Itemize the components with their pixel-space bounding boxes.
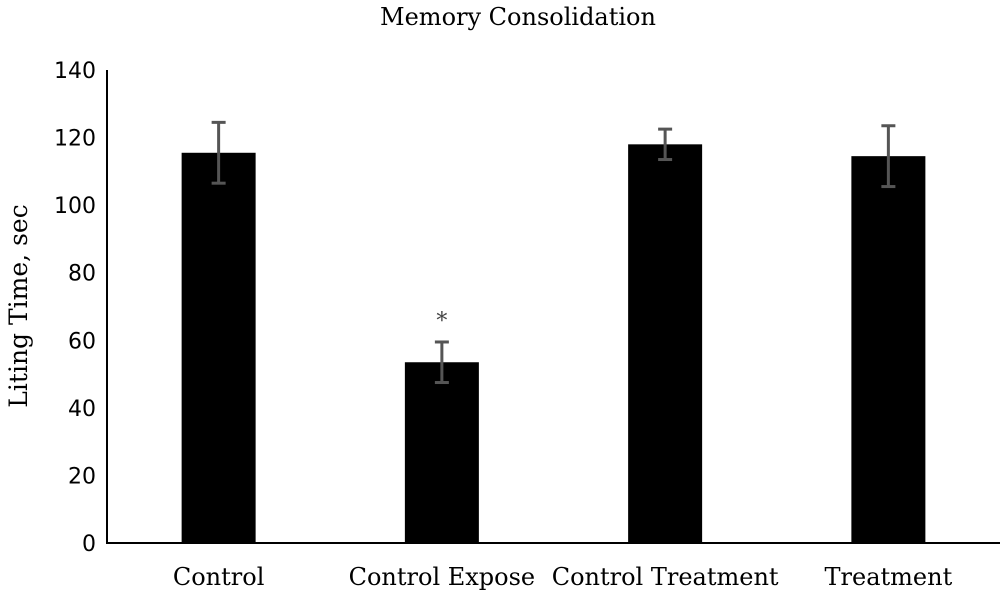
x-axis-labels: Control Control Expose Control Treatment Tr… [173,563,953,591]
significance-annotation: * [436,309,447,334]
y-tick-label: 20 [68,464,96,489]
x-category-label: Treatment [825,563,953,591]
y-tick-label: 120 [54,127,96,152]
x-category-label: Control [173,563,265,591]
bar [628,144,703,544]
y-tick-label: 100 [54,194,96,219]
bars [181,144,926,544]
y-tick-label: 140 [54,59,96,84]
annotations: * [436,309,447,334]
error-bar [881,124,896,189]
y-axis-label: Liting Time, sec [4,204,33,407]
y-tick-label: 0 [82,532,96,557]
bar [181,152,256,543]
error-bar [658,127,673,162]
error-bar [211,120,226,185]
chart-title: Memory Consolidation [380,3,656,31]
error-bars [211,120,896,385]
y-tick-label: 80 [68,262,96,287]
x-category-label: Control Treatment [552,563,779,591]
bar [404,362,479,543]
y-tick-label: 40 [68,397,96,422]
error-bar [434,340,449,385]
y-tick-label: 60 [68,329,96,354]
x-category-label: Control Expose [349,563,536,591]
y-axis-ticks: 0 20 40 60 80 100 120 140 [54,59,96,557]
bar [851,156,926,543]
